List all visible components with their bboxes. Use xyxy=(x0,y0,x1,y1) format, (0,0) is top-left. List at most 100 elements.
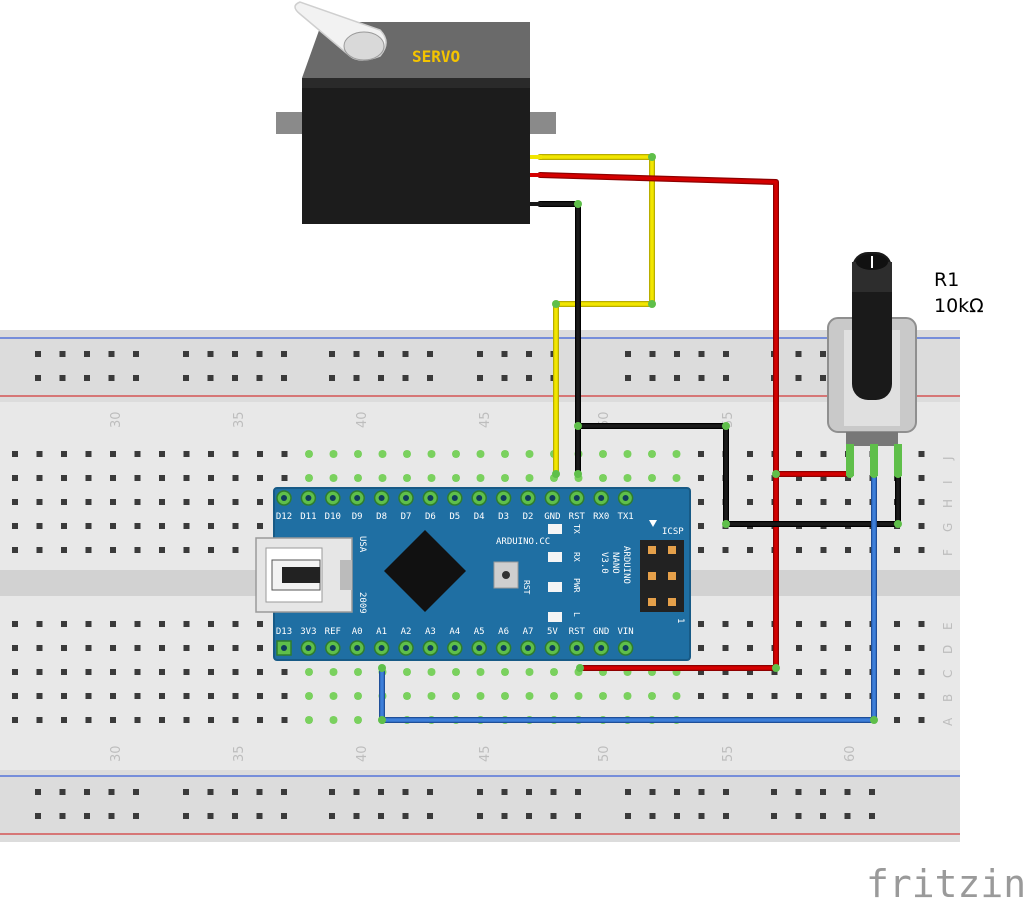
breadboard-hole[interactable] xyxy=(85,475,92,481)
breadboard-hole[interactable] xyxy=(134,693,141,699)
breadboard-hole[interactable] xyxy=(257,523,263,529)
rail-hole[interactable] xyxy=(329,351,335,357)
breadboard-hole[interactable] xyxy=(12,621,18,627)
rail-hole[interactable] xyxy=(869,813,875,819)
rail-hole[interactable] xyxy=(207,351,214,357)
breadboard-hole[interactable] xyxy=(85,547,92,553)
breadboard-hole[interactable] xyxy=(796,475,802,481)
breadboard-hole[interactable] xyxy=(61,693,67,699)
rail-hole[interactable] xyxy=(723,789,729,795)
breadboard-hole[interactable] xyxy=(820,669,827,675)
rail-hole[interactable] xyxy=(281,351,287,357)
breadboard-hole[interactable] xyxy=(36,523,43,529)
breadboard-hole[interactable] xyxy=(12,451,18,457)
breadboard-hole[interactable] xyxy=(820,451,827,457)
rail-hole[interactable] xyxy=(108,813,115,819)
breadboard-hole[interactable] xyxy=(134,621,141,627)
breadboard-hole[interactable] xyxy=(61,621,67,627)
breadboard-hole[interactable] xyxy=(747,499,753,505)
rail-hole[interactable] xyxy=(795,351,802,357)
breadboard-hole[interactable] xyxy=(36,717,43,723)
breadboard-hole[interactable] xyxy=(61,547,67,553)
rail-hole[interactable] xyxy=(35,813,41,819)
breadboard-hole[interactable] xyxy=(722,693,729,699)
breadboard-hole[interactable] xyxy=(845,669,851,675)
rail-hole[interactable] xyxy=(771,813,777,819)
breadboard-hole[interactable] xyxy=(698,693,704,699)
breadboard-hole[interactable] xyxy=(12,717,18,723)
rail-hole[interactable] xyxy=(108,351,115,357)
breadboard-hole[interactable] xyxy=(918,669,925,675)
rail-hole[interactable] xyxy=(795,789,802,795)
breadboard-hole[interactable] xyxy=(845,499,851,505)
rail-hole[interactable] xyxy=(698,351,705,357)
breadboard-hole[interactable] xyxy=(232,547,239,553)
rail-hole[interactable] xyxy=(402,351,409,357)
breadboard-hole[interactable] xyxy=(85,717,92,723)
breadboard-hole[interactable] xyxy=(845,693,851,699)
rail-hole[interactable] xyxy=(625,813,631,819)
rail-hole[interactable] xyxy=(402,813,409,819)
rail-hole[interactable] xyxy=(84,351,90,357)
rail-hole[interactable] xyxy=(526,375,532,381)
rail-hole[interactable] xyxy=(378,351,384,357)
breadboard-hole[interactable] xyxy=(257,621,263,627)
rail-hole[interactable] xyxy=(402,789,409,795)
breadboard-hole[interactable] xyxy=(281,693,288,699)
rail-hole[interactable] xyxy=(526,813,532,819)
breadboard-hole[interactable] xyxy=(820,499,827,505)
breadboard-hole[interactable] xyxy=(36,669,43,675)
breadboard-hole[interactable] xyxy=(232,717,239,723)
breadboard-hole[interactable] xyxy=(110,645,116,651)
rail-hole[interactable] xyxy=(625,351,631,357)
breadboard-hole[interactable] xyxy=(183,645,190,651)
rail-hole[interactable] xyxy=(427,789,433,795)
rail-hole[interactable] xyxy=(329,375,335,381)
rail-hole[interactable] xyxy=(723,813,729,819)
rail-hole[interactable] xyxy=(183,375,189,381)
rail-hole[interactable] xyxy=(477,375,483,381)
rail-hole[interactable] xyxy=(550,789,557,795)
breadboard-hole[interactable] xyxy=(796,547,802,553)
breadboard-hole[interactable] xyxy=(820,693,827,699)
rail-hole[interactable] xyxy=(329,789,335,795)
breadboard-hole[interactable] xyxy=(85,645,92,651)
breadboard-hole[interactable] xyxy=(845,621,851,627)
rail-hole[interactable] xyxy=(232,789,238,795)
breadboard-hole[interactable] xyxy=(820,645,827,651)
rail-hole[interactable] xyxy=(232,375,238,381)
breadboard-hole[interactable] xyxy=(281,717,288,723)
breadboard-hole[interactable] xyxy=(747,693,753,699)
rail-hole[interactable] xyxy=(723,351,729,357)
breadboard-hole[interactable] xyxy=(771,669,778,675)
rail-hole[interactable] xyxy=(674,351,680,357)
breadboard-hole[interactable] xyxy=(820,475,827,481)
breadboard-hole[interactable] xyxy=(894,547,900,553)
rail-hole[interactable] xyxy=(108,789,115,795)
breadboard-hole[interactable] xyxy=(208,547,214,553)
breadboard-hole[interactable] xyxy=(183,717,190,723)
servo-horn[interactable] xyxy=(294,1,387,61)
breadboard-hole[interactable] xyxy=(208,523,214,529)
breadboard-hole[interactable] xyxy=(918,717,925,723)
breadboard-hole[interactable] xyxy=(281,451,288,457)
breadboard-hole[interactable] xyxy=(61,717,67,723)
breadboard-hole[interactable] xyxy=(12,669,18,675)
breadboard-hole[interactable] xyxy=(894,693,900,699)
rail-hole[interactable] xyxy=(256,789,263,795)
rail-hole[interactable] xyxy=(501,375,508,381)
rail-hole[interactable] xyxy=(353,813,360,819)
breadboard-hole[interactable] xyxy=(698,547,704,553)
breadboard-hole[interactable] xyxy=(134,523,141,529)
breadboard-hole[interactable] xyxy=(134,717,141,723)
breadboard-hole[interactable] xyxy=(183,547,190,553)
breadboard-hole[interactable] xyxy=(747,451,753,457)
breadboard-hole[interactable] xyxy=(12,693,18,699)
breadboard-hole[interactable] xyxy=(12,499,18,505)
breadboard-hole[interactable] xyxy=(85,451,92,457)
rail-hole[interactable] xyxy=(133,351,139,357)
breadboard-hole[interactable] xyxy=(159,717,165,723)
breadboard-hole[interactable] xyxy=(12,547,18,553)
breadboard-hole[interactable] xyxy=(159,669,165,675)
breadboard-hole[interactable] xyxy=(134,547,141,553)
